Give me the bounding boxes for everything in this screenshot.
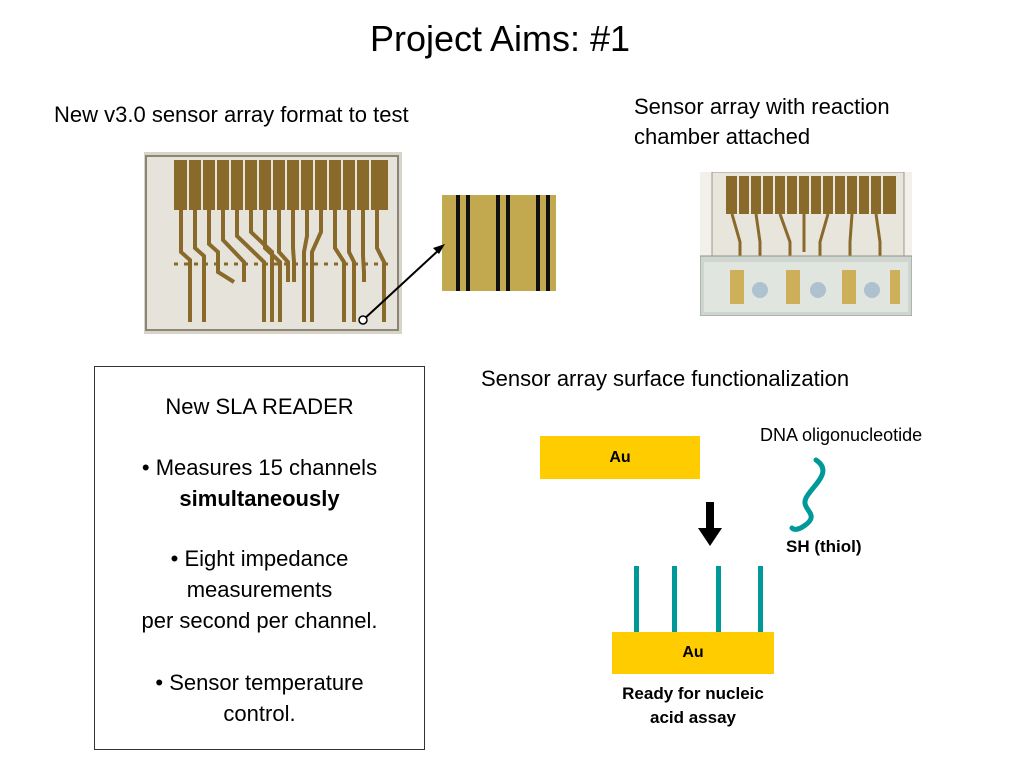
- reader-bullet-channels-line1: • Measures 15 channels: [141, 455, 378, 480]
- reader-bullet-temperature: • Sensor temperature control.: [95, 667, 424, 729]
- dna-strand-4: [758, 566, 763, 634]
- sensor-zoom-inset: [442, 195, 556, 291]
- thiol-label: SH (thiol): [786, 537, 862, 556]
- sensor-array-caption: New v3.0 sensor array format to test: [54, 102, 409, 127]
- reaction-chamber-caption-line2: chamber attached: [634, 124, 811, 149]
- au-surface-bottom: Au: [612, 632, 774, 674]
- reaction-chamber-photo: [700, 172, 912, 316]
- ready-caption-line1: Ready for nucleic: [622, 684, 764, 703]
- dna-strand-icon: [789, 457, 826, 532]
- au-surface-bottom-label: Au: [682, 644, 704, 661]
- reader-bullet-impedance-line3: per second per channel.: [141, 608, 378, 633]
- reader-heading: New SLA READER: [165, 394, 354, 419]
- reader-bullet-temperature-line1: • Sensor temperature: [155, 670, 364, 695]
- dna-strand-3: [716, 566, 721, 634]
- ready-for-assay-caption: Ready for nucleic acid assay: [593, 682, 793, 730]
- ready-caption-line2: acid assay: [649, 708, 736, 727]
- reaction-chamber-caption: Sensor array with reaction chamber attac…: [634, 92, 890, 152]
- reader-bullet-temperature-line2: control.: [223, 701, 296, 726]
- reaction-chamber-caption-line1: Sensor array with reaction: [634, 94, 890, 119]
- slide-title: Project Aims: #1: [369, 18, 631, 59]
- zoom-pointer-arrow: [358, 244, 445, 325]
- reader-bullet-impedance: • Eight impedance measurements per secon…: [95, 543, 424, 636]
- au-surface-top: Au: [540, 436, 700, 479]
- sla-reader-box: New SLA READER • Measures 15 channels si…: [94, 366, 425, 750]
- au-surface-top-label: Au: [609, 449, 631, 466]
- reader-bullet-channels: • Measures 15 channels simultaneously: [95, 452, 424, 514]
- dna-strand-1: [634, 566, 639, 634]
- dna-oligonucleotide-label: DNA oligonucleotide: [760, 425, 923, 445]
- functionalization-caption: Sensor array surface functionalization: [481, 366, 850, 391]
- reader-bullet-channels-line2: simultaneously: [179, 486, 340, 511]
- down-arrow-icon: [698, 502, 722, 546]
- attached-dna-strands: [634, 566, 763, 634]
- dna-strand-2: [672, 566, 677, 634]
- reader-bullet-impedance-line2: measurements: [186, 577, 333, 602]
- reader-bullet-impedance-line1: • Eight impedance: [170, 546, 349, 571]
- sensor-array-photo: [144, 152, 402, 334]
